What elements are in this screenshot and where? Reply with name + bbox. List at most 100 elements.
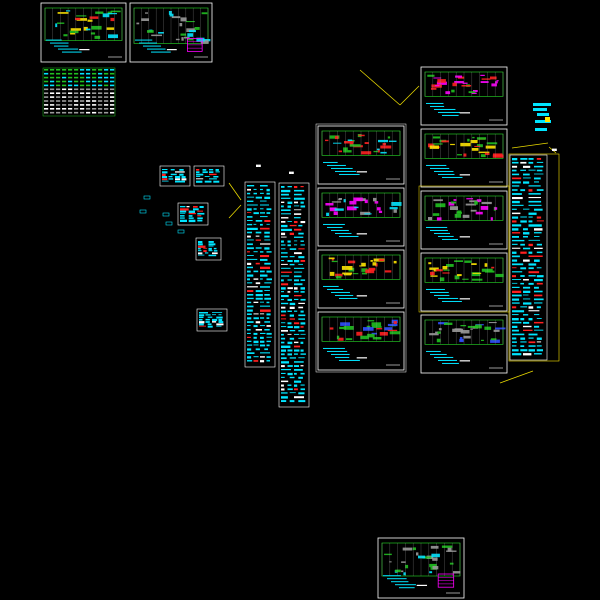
sheet-stack-left-2-plan-element: [343, 199, 346, 203]
tall-column-1-detail-mark: [247, 336, 251, 338]
sheet-top-left-2-plan-element: [181, 37, 184, 41]
schedule-table-cell: [44, 111, 49, 114]
tall-column-1-detail-mark: [260, 251, 264, 253]
tall-column-1-detail-mark: [260, 266, 270, 269]
sheet-stack-right-4-plan-element: [462, 278, 469, 280]
tall-sheet-right-detail-mark: [523, 173, 530, 176]
small-detail-2-detail-mark: [204, 176, 210, 177]
schedule-table-cell: [68, 72, 73, 75]
tall-column-1-detail-mark: [247, 266, 253, 269]
tall-sheet-right-detail-mark: [534, 298, 544, 301]
schedule-table-cell: [74, 88, 79, 91]
small-detail-3-detail-mark: [199, 206, 204, 208]
sheet-stack-left-2-plan-element: [391, 202, 402, 206]
tall-column-1-detail-mark: [247, 247, 254, 250]
sheet-top-left-1-note-line: [58, 48, 79, 50]
tall-sheet-right-detail-mark: [512, 200, 520, 204]
tall-column-2-detail-mark: [281, 376, 285, 378]
sheet-top-left-2-plan-element: [169, 13, 174, 17]
small-detail-2-detail-mark: [196, 180, 203, 183]
schedule-table-cell: [104, 84, 109, 87]
tall-column-2-detail-mark: [294, 201, 298, 204]
tall-column-2-detail-mark: [281, 361, 289, 364]
sheet-stack-right-4-plan-element: [446, 264, 454, 267]
sheet-stack-right-4-note-line: [426, 288, 445, 290]
schedule-table-cell: [68, 76, 73, 79]
sheet-stack-right-4-plan-element: [491, 266, 495, 269]
tall-column-1-detail-mark: [247, 352, 255, 354]
sheet-bottom-plan-element: [453, 571, 461, 574]
tall-sheet-right-detail-mark: [534, 321, 544, 324]
sheet-stack-right-5-plan-element: [475, 324, 482, 329]
tall-column-2-detail-mark: [287, 353, 292, 356]
small-detail-4: [195, 237, 222, 261]
sheet-stack-left-3-plan-element: [328, 257, 335, 260]
tall-column-2-detail-mark: [281, 193, 289, 196]
tall-sheet-right-detail-mark: [520, 282, 524, 285]
tall-column-2-detail-mark: [281, 341, 285, 344]
tall-column-1-detail-mark: [255, 239, 261, 241]
sheet-stack-right-3-plan-element: [449, 206, 458, 210]
tall-column-2-detail-mark: [281, 256, 288, 258]
tall-column-1-detail-mark: [253, 356, 259, 358]
sheet-stack-right-1: [420, 66, 508, 126]
tall-column-1-detail-mark: [247, 212, 252, 213]
tall-sheet-right-detail-mark: [512, 329, 519, 332]
sheet-top-left-1-plan-element: [63, 34, 68, 37]
tall-column-2-detail-mark: [287, 291, 291, 293]
tall-sheet-right-detail-mark: [536, 349, 543, 352]
sheet-stack-left-1-note-line: [331, 167, 353, 169]
sheet-stack-right-2-title-line: [459, 174, 471, 176]
schedule-table-cell: [74, 80, 79, 83]
sheet-top-left-1-plan-element: [106, 27, 115, 30]
tall-sheet-right-detail-mark: [534, 353, 542, 355]
tall-sheet-right-detail-mark: [523, 181, 530, 184]
small-detail-1-detail-mark: [175, 176, 181, 179]
tall-column-2-detail-mark: [287, 388, 293, 391]
tall-column-2-detail-mark: [281, 310, 287, 313]
tall-column-1-detail-mark: [260, 200, 267, 202]
annotation-tag-center-b: ■■: [289, 170, 294, 175]
sheet-stack-right-1-frame: [420, 66, 508, 126]
tall-column-1-detail-mark: [266, 270, 272, 273]
tall-column-1-detail-mark: [247, 344, 253, 346]
tall-column-2-detail-mark: [281, 263, 288, 265]
sheet-bottom-plan-element: [430, 545, 439, 549]
sheet-stack-right-1-plan-element: [436, 81, 447, 85]
small-detail-1-detail-mark: [162, 180, 169, 182]
tall-column-2-detail-mark: [289, 256, 295, 258]
legend-notes-right: [533, 103, 551, 131]
small-detail-5-detail-mark: [216, 325, 222, 327]
tall-sheet-right-detail-mark: [536, 306, 541, 309]
schedule-table-cell: [74, 100, 79, 102]
sheet-stack-left-2-plan-element: [354, 206, 359, 209]
sheet-stack-left-2-plan-element: [349, 200, 357, 205]
sheet-bottom-plan-element: [418, 555, 426, 559]
sheet-top-left-1: [40, 2, 127, 63]
schedule-table-cell: [104, 100, 109, 102]
sheet-bottom-plan-element: [432, 557, 438, 561]
sheet-bottom-plan-element: [431, 553, 440, 558]
tall-column-2-detail-mark: [281, 337, 286, 340]
sheet-bottom-plan-element: [395, 569, 401, 573]
sheet-top-left-1-note-line: [62, 51, 82, 53]
sheet-bottom-frame: [377, 537, 465, 599]
small-detail-5-detail-mark: [218, 318, 223, 322]
tall-column-2-detail-mark: [294, 369, 303, 371]
sheet-top-left-2-note-line: [151, 51, 171, 53]
tall-column-2-detail-mark: [294, 252, 302, 255]
tall-sheet-right-detail-mark: [536, 158, 542, 160]
schedule-table-cell: [44, 104, 49, 106]
tall-sheet-right-detail-mark: [536, 337, 542, 340]
sheet-top-left-1-note-line: [46, 39, 62, 41]
schedule-table-cell: [62, 108, 67, 110]
schedule-table-cell: [50, 80, 55, 83]
sheet-stack-right-5-plan-element: [452, 328, 464, 332]
tall-column-2-detail-mark: [281, 267, 291, 269]
sheet-stack-right-3-plan-element: [435, 203, 446, 208]
small-detail-5-detail-mark: [207, 323, 212, 326]
sheet-stack-right-1-note-line: [430, 105, 445, 107]
schedule-table-cell: [62, 88, 67, 91]
small-detail-3-detail-mark: [186, 206, 190, 208]
